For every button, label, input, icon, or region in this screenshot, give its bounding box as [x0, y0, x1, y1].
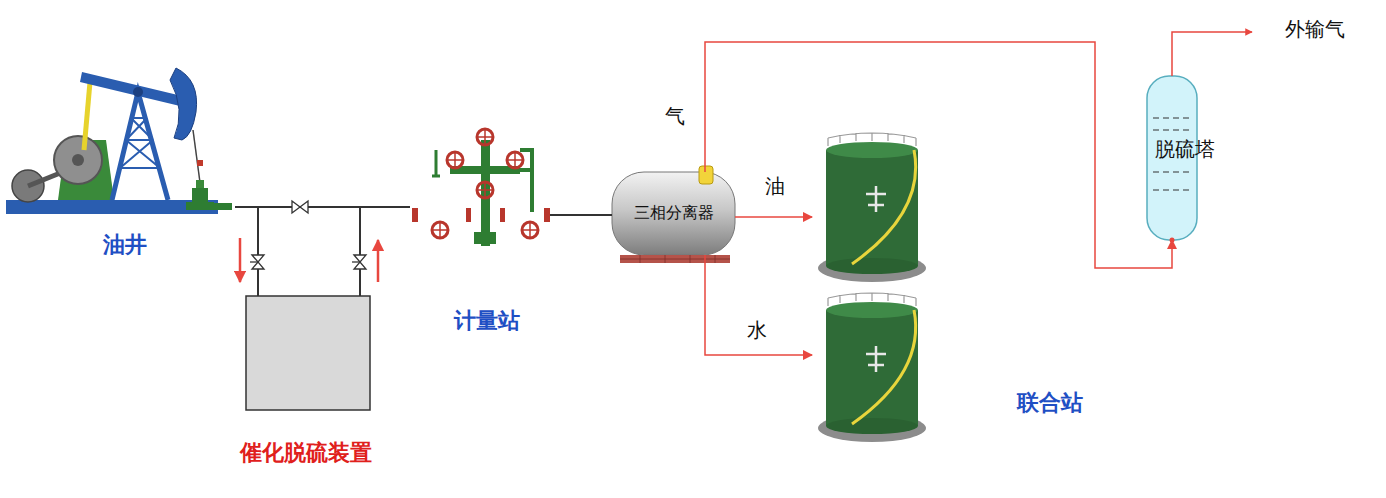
pipe [550, 214, 612, 216]
metering-station: 计量站 [410, 128, 550, 248]
combined-station: 联合站 [812, 130, 1102, 445]
oil-flow-arrow [735, 216, 812, 218]
flow-label: 气 [663, 105, 687, 128]
flow-arrow [377, 240, 380, 282]
well-label: 油井 [103, 232, 147, 257]
pipe [360, 207, 410, 296]
separator-label: 三相分离器 [634, 204, 714, 222]
station-label: 计量站 [454, 308, 520, 333]
water-flow-arrow [705, 255, 812, 355]
desulfurization-device: 催化脱硫装置 [246, 296, 370, 410]
outlet-label: 外输气 [1283, 18, 1347, 41]
flow-label: 油 [763, 175, 787, 198]
oil-tank [818, 133, 926, 282]
pipe [235, 206, 410, 208]
station-label: 联合站 [1017, 390, 1083, 415]
gate-valve [292, 201, 308, 213]
flow-label: 水 [745, 319, 769, 342]
separator-illustration [612, 166, 735, 263]
flow-arrow [239, 238, 242, 282]
three-phase-separator: 三相分离器 [612, 172, 735, 255]
wellhead-illustration [412, 129, 550, 246]
desulfurization-tower: 脱硫塔 [1147, 76, 1197, 240]
device-box-shape [246, 296, 370, 410]
gas-flow-arrow [705, 42, 1172, 268]
gate-valve [250, 255, 264, 269]
device-label: 催化脱硫装置 [240, 440, 372, 465]
gate-valve [352, 255, 366, 269]
oil-well: 油井 [5, 40, 235, 215]
outlet-line [1172, 32, 1252, 76]
tower-label: 脱硫塔 [1155, 138, 1215, 161]
water-tank [818, 293, 926, 442]
pumpjack-illustration [6, 68, 232, 214]
pipe [235, 207, 258, 296]
